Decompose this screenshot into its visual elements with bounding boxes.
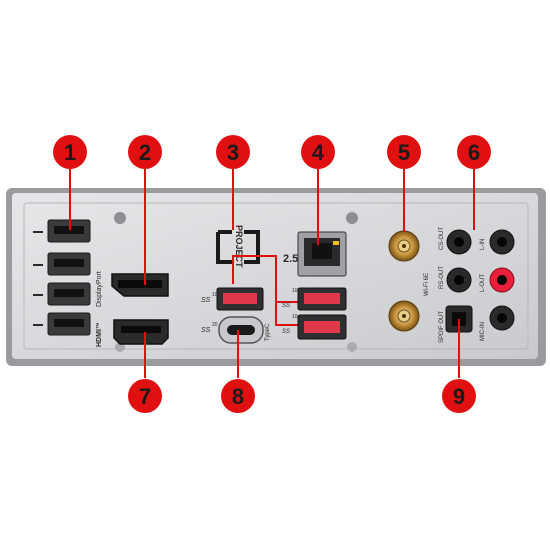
ss-usb-logo: SS (282, 303, 290, 309)
displayport-label: DisplayPort (96, 271, 103, 307)
callout-number: 3 (227, 140, 239, 165)
ss-usb-logo: SS (201, 327, 211, 334)
cs-out-label: CS-OUT (439, 227, 445, 250)
wifi-antenna-connector (388, 300, 420, 332)
screw-hole (347, 342, 357, 352)
callout-6: 6 (457, 135, 491, 169)
usb-speed-label: 10 (212, 292, 218, 298)
mic-in-label: MIC-IN (480, 322, 486, 341)
callout-number: 9 (453, 384, 465, 409)
usb-port-group-3: SS 10 SS 10 (282, 287, 347, 340)
audio-jack (446, 267, 472, 293)
typec-label: TypeC (265, 323, 271, 341)
callout-9: 9 (442, 379, 476, 413)
usb-typec-port: SS 20 TypeC (201, 316, 271, 344)
callout-number: 1 (64, 140, 76, 165)
usb-port-3: SS 10 (201, 287, 264, 311)
usb-port (47, 252, 91, 276)
callout-2: 2 (128, 135, 162, 169)
callout-3: 3 (216, 135, 250, 169)
callout-lines (69, 168, 475, 378)
usb-icon (33, 231, 43, 326)
ss-usb-logo: SS (201, 297, 211, 304)
ss-usb-logo: SS (282, 329, 290, 335)
callout-number: 4 (312, 140, 325, 165)
audio-jack (446, 229, 472, 255)
line-out-label: L-OUT (480, 274, 486, 292)
usb-port (47, 312, 91, 336)
project-label: PROJECT (234, 225, 244, 268)
audio-jack (489, 305, 515, 331)
project-badge: PROJECT (216, 225, 260, 268)
connector-line (232, 255, 300, 326)
displayport-port (111, 273, 169, 297)
usb-speed-label: 10 (292, 288, 298, 294)
callout-number: 6 (468, 140, 480, 165)
callout-number: 7 (139, 384, 151, 409)
callout-7: 7 (128, 379, 162, 413)
lan-port: 2.5G (283, 231, 347, 277)
callout-1: 1 (53, 135, 87, 169)
spdif-out-label: SPDIF OUT (439, 311, 445, 343)
hdmi-port (113, 319, 169, 345)
callout-number: 8 (232, 384, 244, 409)
usb-speed-label: 10 (292, 314, 298, 320)
usb-port-group-1 (33, 219, 91, 336)
usb-speed-label: 20 (212, 322, 218, 328)
wifi-label: Wi-Fi 6E (424, 273, 430, 296)
audio-jack (489, 229, 515, 255)
hdmi-label: HDMI™ (96, 322, 103, 347)
audio-jack-line-out (489, 267, 515, 293)
callout-8: 8 (221, 379, 255, 413)
line-in-label: L-IN (480, 239, 486, 250)
callout-number: 5 (398, 140, 410, 165)
usb-port (47, 282, 91, 306)
callout-number: 2 (139, 140, 151, 165)
screw-hole (114, 212, 126, 224)
screw-hole (346, 212, 358, 224)
callout-5: 5 (387, 135, 421, 169)
wifi-antenna-connector (388, 230, 420, 262)
callout-4: 4 (301, 135, 335, 169)
rs-out-label: RS-OUT (439, 266, 445, 289)
